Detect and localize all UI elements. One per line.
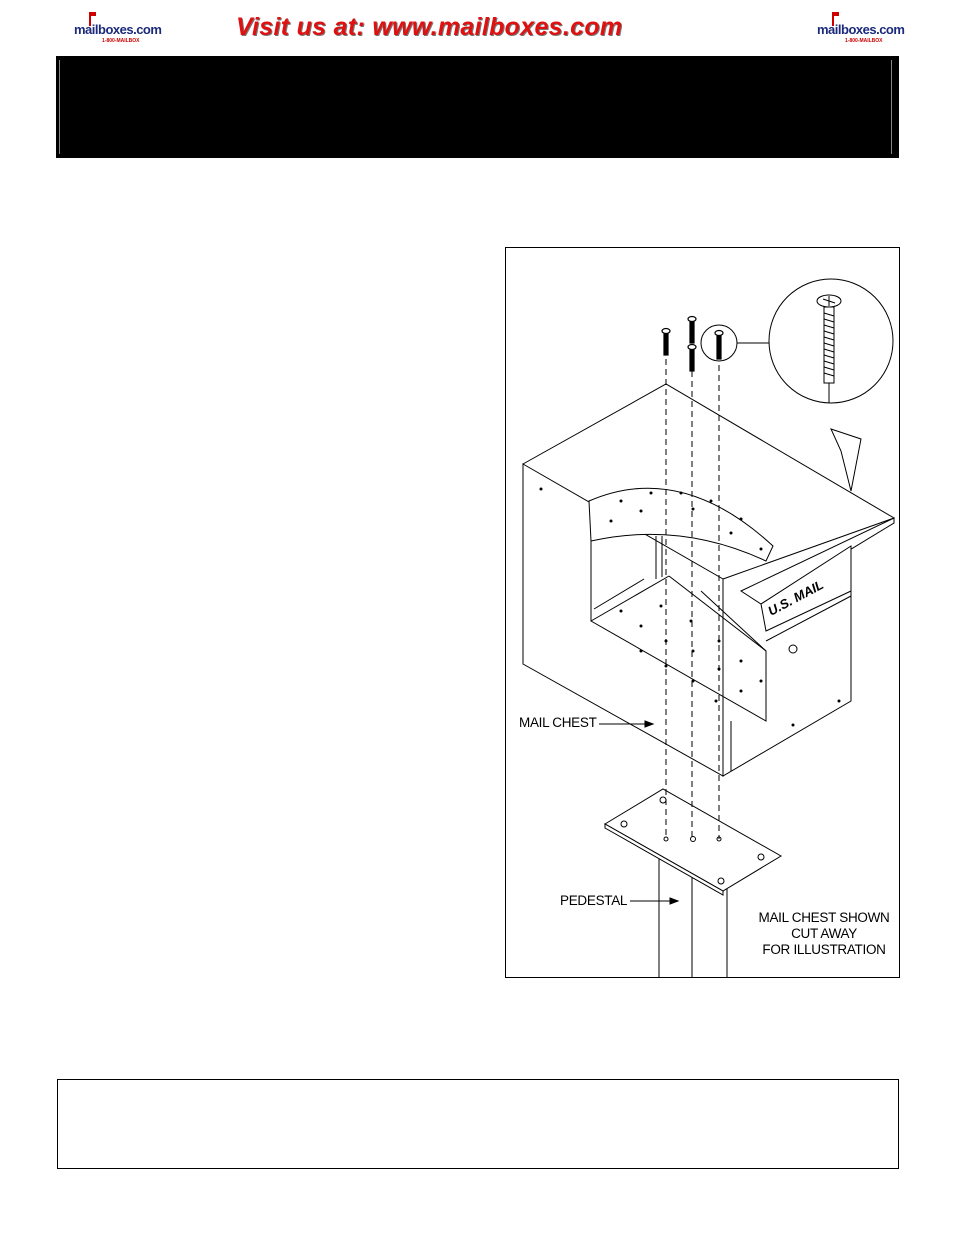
illustration-note: MAIL CHEST SHOWN CUT AWAY FOR ILLUSTRATI… [744, 910, 904, 958]
note-line: FOR ILLUSTRATION [762, 942, 886, 957]
diagram-drawing: U.S. MAIL [522, 278, 896, 977]
assembly-diagram: U.S. MAIL [505, 247, 900, 978]
note-line: CUT AWAY [791, 926, 857, 941]
mail-chest-drawing: U.S. MAIL [522, 383, 896, 777]
mailboxes-logo-right[interactable]: mailboxes.com 1-800-MAILBOX [815, 12, 905, 46]
mailbox-flag-icon [89, 12, 96, 26]
logo-brand: mailboxes.com [817, 22, 905, 37]
screws-drawing [665, 359, 720, 839]
mailbox-flag-icon [832, 12, 839, 26]
screw-icon [661, 315, 724, 372]
website-banner[interactable]: Visit us at: www.mailboxes.com [236, 13, 623, 41]
pedestal-drawing [604, 788, 782, 977]
notes-box [57, 1079, 899, 1169]
title-bar [56, 56, 899, 158]
logo-phone: 1-800-MAILBOX [845, 38, 883, 44]
mail-chest-label: MAIL CHEST [519, 715, 597, 730]
screw-detail-magnifier [700, 278, 894, 404]
note-line: MAIL CHEST SHOWN [758, 910, 890, 925]
logo-phone: 1-800-MAILBOX [102, 38, 140, 44]
mailboxes-logo-left[interactable]: mailboxes.com 1-800-MAILBOX [72, 12, 162, 46]
label-arrows [599, 720, 680, 905]
pedestal-label: PEDESTAL [560, 893, 628, 908]
logo-brand: mailboxes.com [74, 22, 162, 37]
